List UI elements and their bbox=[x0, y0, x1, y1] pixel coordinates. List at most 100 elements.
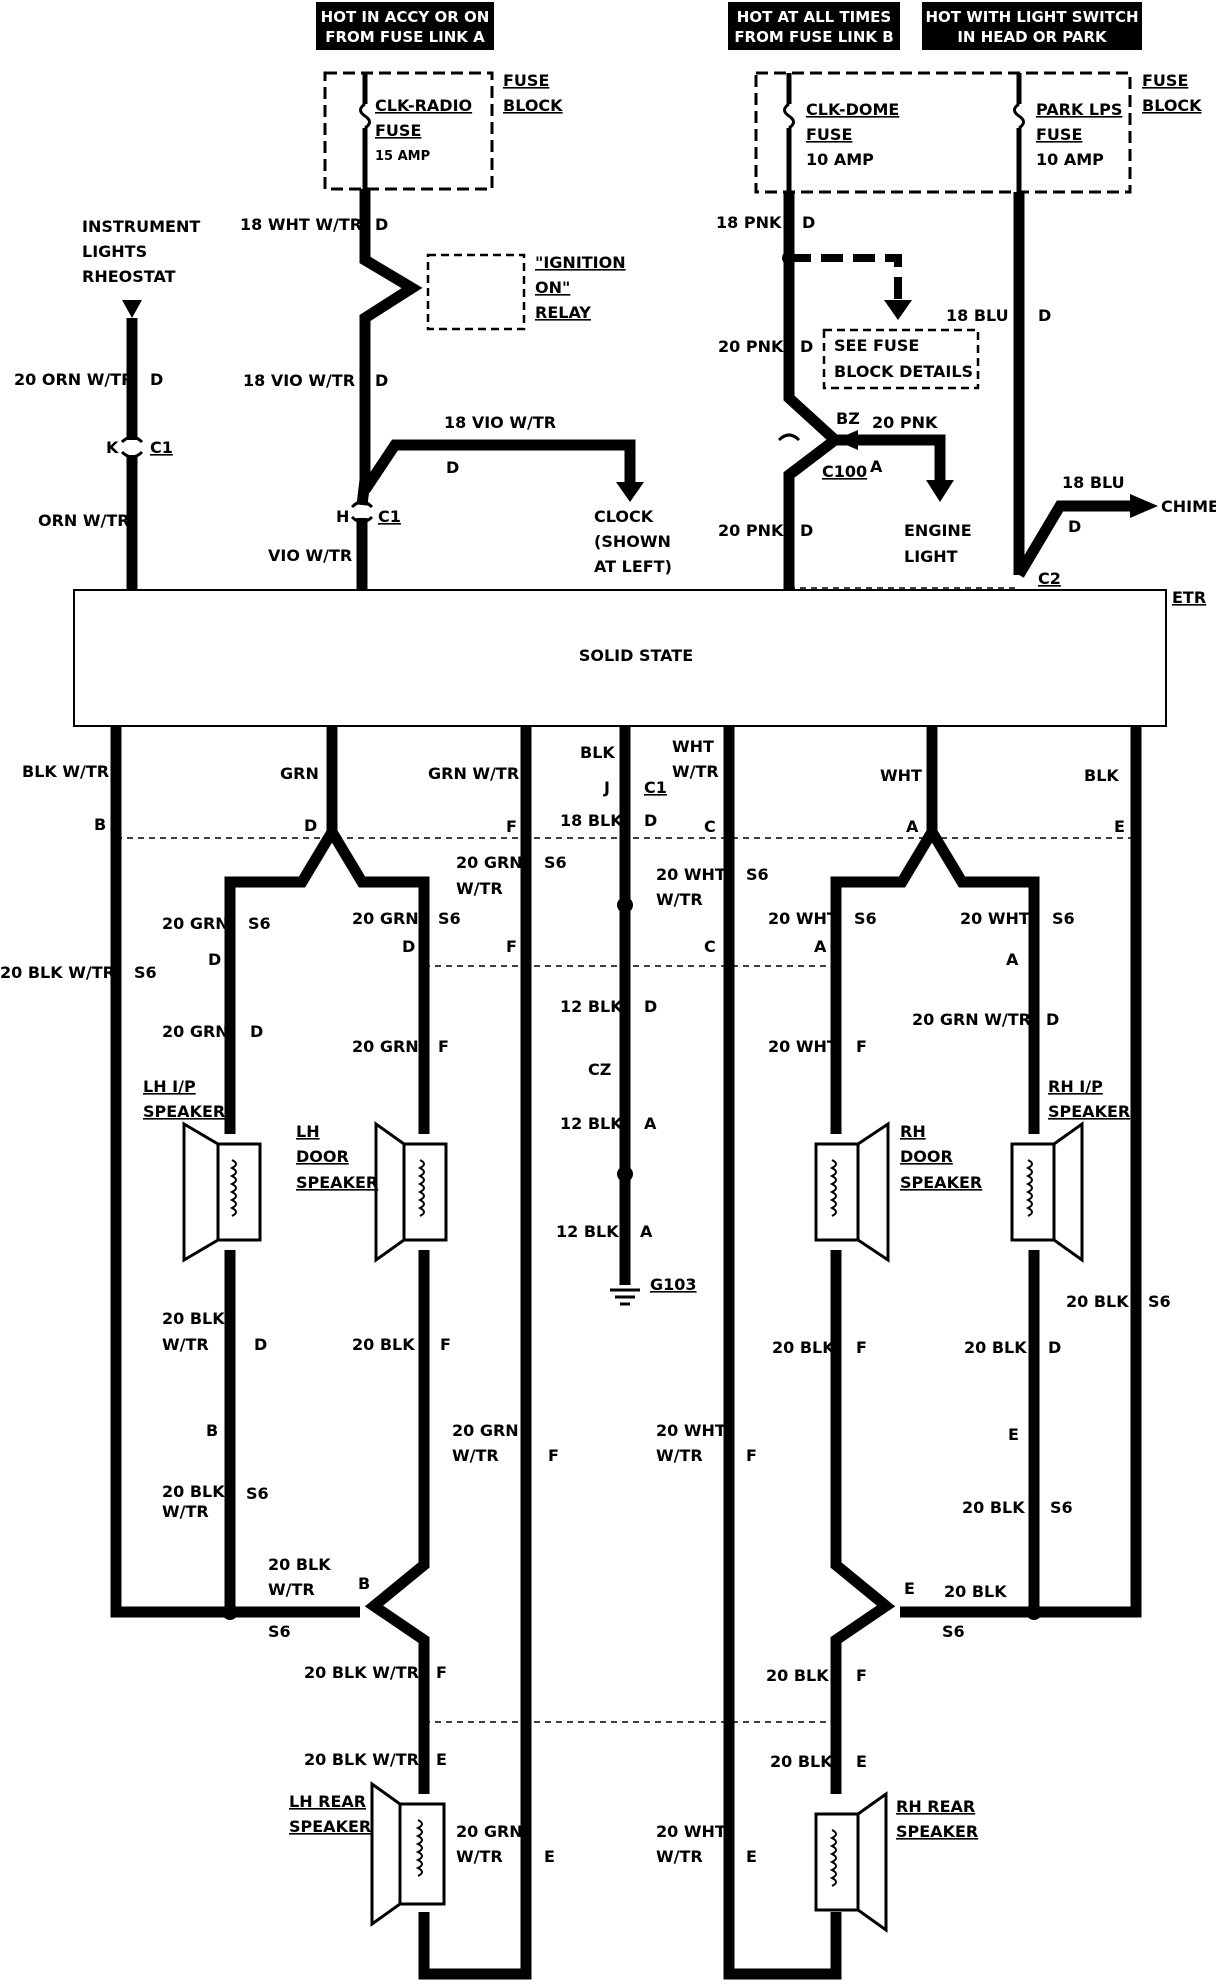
wire-18vio-clock-d: D bbox=[446, 458, 459, 477]
rheostat-arrow-icon bbox=[122, 300, 142, 318]
pin-k: K bbox=[106, 438, 119, 457]
wire-20grn-d-3: D bbox=[250, 1022, 263, 1041]
wire-see-fuse-dashed bbox=[789, 254, 902, 302]
connector-c100-label: C100 bbox=[822, 462, 867, 481]
lh-door-label-1: LH bbox=[296, 1122, 320, 1141]
pin-f-grnwtr-2: F bbox=[506, 937, 517, 956]
wire-20blkwtr-lh-3: 20 BLK bbox=[268, 1555, 331, 1574]
wire-20blk-rhrear-1: 20 BLK bbox=[766, 1666, 829, 1685]
connector-c1-label-blk: C1 bbox=[644, 778, 667, 797]
wire-grnwtr-label: GRN W/TR bbox=[428, 764, 519, 783]
splice-lh bbox=[222, 1604, 238, 1620]
wire-20whtwtr-f-2: F bbox=[746, 1446, 757, 1465]
wire-20blk-rhrear-f: F bbox=[856, 1666, 867, 1685]
connector-c1-label-left: C1 bbox=[150, 438, 173, 457]
wire-grn-lh-ip bbox=[224, 726, 338, 1134]
title-accy-1: HOT IN ACCY OR ON bbox=[321, 8, 490, 26]
fuse-block-label-left-2: BLOCK bbox=[503, 96, 563, 115]
lh-door-label-3: SPEAKER bbox=[296, 1173, 378, 1192]
connector-c1-h bbox=[350, 500, 374, 524]
rh-rear-label-1: RH REAR bbox=[896, 1797, 975, 1816]
wire-20blkwtr-lhrear-2: 20 BLK W/TR bbox=[304, 1750, 419, 1769]
wire-18vio-clock-label: 18 VIO W/TR bbox=[444, 413, 556, 432]
wire-s6-whtwtr: S6 bbox=[746, 865, 769, 884]
wire-20whtwtr-label-3: 20 WHT bbox=[656, 1822, 726, 1841]
wire-vio-label: VIO W/TR bbox=[268, 546, 352, 565]
connector-cz: CZ bbox=[588, 1060, 611, 1079]
see-fuse-box bbox=[822, 328, 980, 390]
wire-18wht-label: 18 WHT W/TR bbox=[240, 215, 362, 234]
clock-label-1: CLOCK bbox=[594, 507, 654, 526]
lh-ip-label-1: LH I/P bbox=[143, 1077, 196, 1096]
pin-e-right: E bbox=[1114, 817, 1125, 836]
pin-c-whtwtr-2: C bbox=[704, 937, 716, 956]
fuse-clk-dome-type: FUSE bbox=[806, 125, 852, 144]
rh-door-speaker-icon bbox=[814, 1121, 890, 1263]
ignition-relay-1: "IGNITION bbox=[535, 253, 626, 272]
ground-g103-icon bbox=[610, 1288, 640, 1306]
wire-20grnwtr-rh: 20 GRN W/TR bbox=[912, 1010, 1031, 1029]
title-box-at-all-times: HOT AT ALL TIMES FROM FUSE LINK B bbox=[728, 2, 900, 50]
title-light-1: HOT WITH LIGHT SWITCH bbox=[925, 8, 1138, 26]
wire-20blkwtr-lhip-wtr-2: W/TR bbox=[162, 1502, 209, 1521]
wire-12blk-label-2: 12 BLK bbox=[560, 1114, 623, 1133]
wire-blkwtr-label: BLK W/TR bbox=[22, 762, 109, 781]
pin-a-rhdoor: A bbox=[814, 937, 827, 956]
wire-blk-outer-right bbox=[1034, 726, 1142, 1618]
wire-20grn-label-3: 20 GRN bbox=[162, 1022, 229, 1041]
rh-ip-speaker-icon bbox=[1010, 1121, 1084, 1263]
splice-rh bbox=[1026, 1604, 1042, 1620]
chime-arrow-icon bbox=[1130, 494, 1158, 518]
wire-20blkwtr-lhrear-f: F bbox=[436, 1663, 447, 1682]
ignition-relay-2: ON" bbox=[535, 278, 570, 297]
engine-light-arrow-icon bbox=[926, 480, 954, 502]
instrument-lights-1: INSTRUMENT bbox=[82, 217, 200, 236]
fuse-park-lps-rating: 10 AMP bbox=[1036, 150, 1104, 169]
pin-d-grn: D bbox=[304, 816, 317, 835]
wire-whtwtr bbox=[723, 726, 842, 1980]
wire-20blkwtr-left: 20 BLK W/TR bbox=[0, 963, 115, 982]
fuse-clk-radio-type: FUSE bbox=[375, 121, 421, 140]
fuse-clk-radio-name: CLK-RADIO bbox=[375, 96, 472, 115]
chime-label: CHIME bbox=[1161, 497, 1216, 516]
pin-d-lhip: D bbox=[208, 950, 221, 969]
connector-bz: BZ bbox=[836, 409, 860, 428]
engine-light-1: ENGINE bbox=[904, 521, 972, 540]
wire-20blk-rhip-2: 20 BLK bbox=[962, 1498, 1025, 1517]
title-light-2: IN HEAD OR PARK bbox=[957, 28, 1108, 46]
see-fuse-2: BLOCK DETAILS bbox=[834, 362, 973, 381]
pin-d-lhdoor: D bbox=[402, 937, 415, 956]
fuse-park-lps-name: PARK LPS bbox=[1036, 100, 1122, 119]
wire-whtwtr-wtr: W/TR bbox=[672, 762, 719, 781]
wire-blk-right-label: BLK bbox=[1084, 766, 1119, 785]
title-all-times-2: FROM FUSE LINK B bbox=[734, 28, 893, 46]
c100-arrow-icon bbox=[835, 430, 858, 450]
fuse-block-label-right-1: FUSE bbox=[1142, 71, 1188, 90]
wire-blkwtr-outer-left bbox=[110, 726, 230, 1618]
pin-j: J bbox=[603, 778, 610, 797]
title-accy-2: FROM FUSE LINK A bbox=[325, 28, 485, 46]
wire-s6-rhip-2: S6 bbox=[1050, 1498, 1073, 1517]
wire-20blkwtr-lhip-1: 20 BLK bbox=[162, 1309, 225, 1328]
rh-door-label-2: DOOR bbox=[900, 1147, 953, 1166]
ignition-relay-box bbox=[426, 253, 526, 331]
lh-ip-label-2: SPEAKER bbox=[143, 1102, 225, 1121]
wire-20grnwtr-wtr-2: W/TR bbox=[452, 1446, 499, 1465]
clock-label-2: (SHOWN bbox=[594, 532, 671, 551]
instrument-lights-2: LIGHTS bbox=[82, 242, 147, 261]
wire-grnwtr bbox=[418, 726, 532, 1980]
see-fuse-arrow-icon bbox=[884, 300, 912, 320]
wire-12blk-a-2: A bbox=[644, 1114, 657, 1133]
lh-door-speaker-icon bbox=[374, 1121, 448, 1263]
wire-18vio-d: D bbox=[375, 371, 388, 390]
solid-state-radio bbox=[73, 589, 1167, 727]
wire-20blk-right: 20 BLK bbox=[1066, 1292, 1129, 1311]
wire-whtwtr-wht: WHT bbox=[672, 737, 714, 756]
wire-20blkwtr-lhip-2: 20 BLK bbox=[162, 1482, 225, 1501]
pin-a-wht: A bbox=[906, 817, 919, 836]
wire-s6-grn-2: S6 bbox=[438, 909, 461, 928]
rh-rear-speaker-icon bbox=[814, 1791, 888, 1933]
splice-blk-1 bbox=[617, 897, 633, 913]
wire-20blkwtr-lhip-d: D bbox=[254, 1335, 267, 1354]
